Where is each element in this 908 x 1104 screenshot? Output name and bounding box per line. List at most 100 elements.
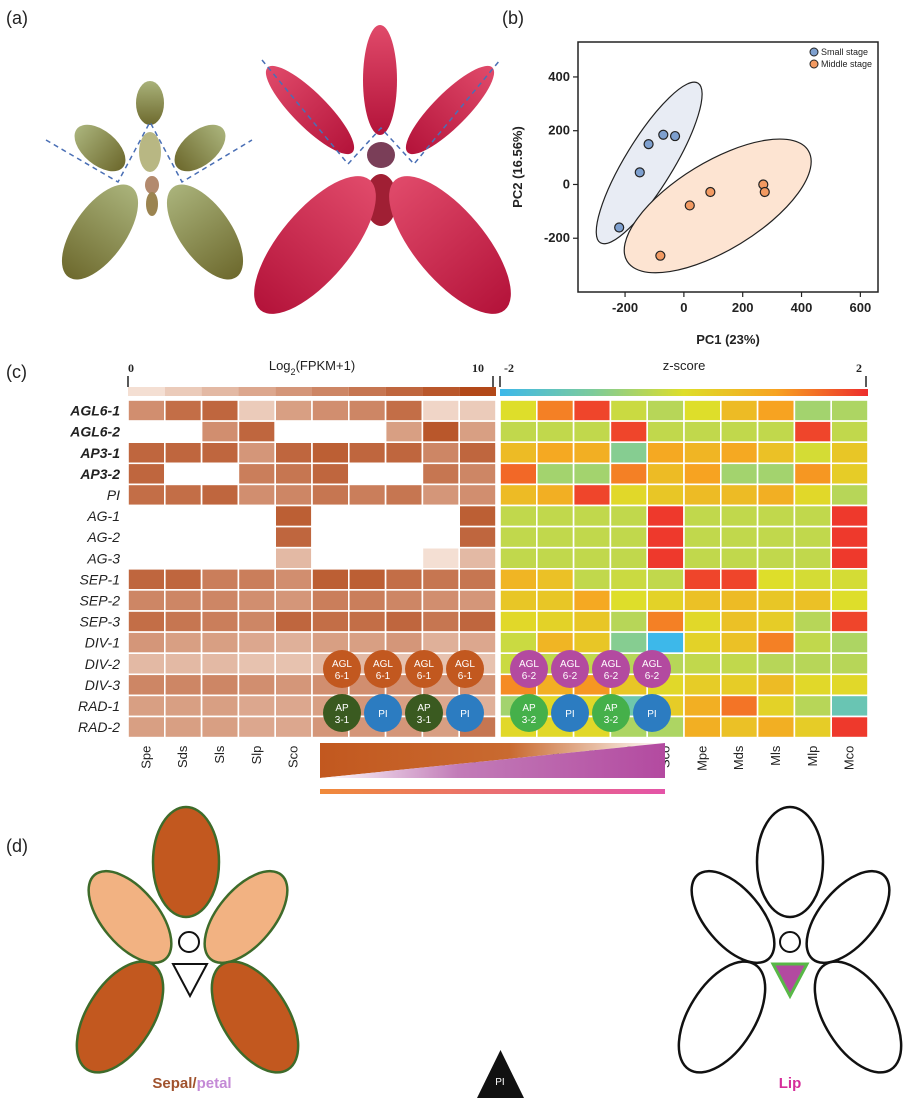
fpkm-cell <box>347 610 387 633</box>
fpkm-cell <box>421 589 460 612</box>
svg-text:AP3-2: AP3-2 <box>522 703 537 726</box>
flower-small-stage <box>61 81 244 280</box>
z-max-label: 2 <box>856 361 862 375</box>
zscore-cell <box>830 567 869 591</box>
zscore-cell <box>572 441 612 465</box>
fpkm-cell <box>421 546 460 570</box>
zscore-cell <box>719 399 759 422</box>
fpkm-cell <box>458 420 497 444</box>
fpkm-scale-step <box>422 387 460 396</box>
fpkm-cell <box>164 441 203 465</box>
zscore-cell <box>830 399 869 422</box>
data-point <box>643 139 654 150</box>
gene-label: RAD-2 <box>78 719 120 735</box>
zscore-cell <box>609 610 649 633</box>
fpkm-cell <box>237 483 276 507</box>
fpkm-cell <box>384 504 424 528</box>
zscore-cell <box>646 567 685 591</box>
zscore-cell <box>756 525 796 549</box>
zscore-cell <box>646 589 685 612</box>
fpkm-cell <box>127 504 166 528</box>
fpkm-cell <box>237 652 276 676</box>
zscore-cell <box>793 483 833 507</box>
svg-text:PI: PI <box>647 709 656 720</box>
zscore-cell <box>756 673 796 697</box>
fpkm-cell <box>200 462 240 486</box>
fpkm-cell <box>164 567 203 591</box>
pi-triangle <box>477 1050 524 1098</box>
zscore-cell <box>830 589 869 612</box>
svg-text:PI: PI <box>460 709 469 720</box>
zscore-cell <box>756 589 796 612</box>
fpkm-cell <box>458 610 497 633</box>
zscore-cell <box>499 546 538 570</box>
zscore-cell <box>719 715 759 739</box>
zscore-cell <box>572 567 612 591</box>
fpkm-cell <box>458 462 497 486</box>
zscore-cell <box>793 525 833 549</box>
zscore-cell <box>683 504 722 528</box>
svg-text:AGL6-2: AGL6-2 <box>642 659 662 682</box>
pi-circle: PI <box>633 694 671 732</box>
gene-label: AP3-2 <box>79 466 120 482</box>
fpkm-cell <box>384 631 424 654</box>
zscore-cell <box>609 567 649 591</box>
zscore-cell <box>535 441 575 465</box>
zscore-cell <box>756 420 796 444</box>
fpkm-cell <box>200 504 240 528</box>
fpkm-cell <box>127 673 166 697</box>
zscore-column-label: Mds <box>731 745 746 770</box>
fpkm-cell <box>458 567 497 591</box>
zscore-cell <box>609 546 649 570</box>
fpkm-cell <box>164 399 203 422</box>
gene-label: SEP-2 <box>80 592 121 608</box>
fpkm-cell <box>237 399 276 422</box>
fpkm-cell <box>200 694 240 718</box>
fpkm-cell <box>274 589 313 612</box>
zscore-cell <box>793 673 833 697</box>
fpkm-cell <box>421 399 460 422</box>
zscore-cell <box>683 546 722 570</box>
fpkm-cell <box>200 567 240 591</box>
z-scale-bar <box>500 389 868 396</box>
fpkm-cell <box>311 525 350 549</box>
zscore-cell <box>719 504 759 528</box>
fpkm-cell <box>237 610 276 633</box>
fpkm-cell <box>200 483 240 507</box>
fpkm-cell <box>274 652 313 676</box>
fpkm-max-label: 10 <box>472 361 484 375</box>
zscore-cell <box>572 462 612 486</box>
fpkm-cell <box>127 610 166 633</box>
zscore-cell <box>793 589 833 612</box>
zscore-cell <box>683 462 722 486</box>
zscore-cell <box>756 504 796 528</box>
zscore-cell <box>830 652 869 676</box>
zscore-cell <box>719 483 759 507</box>
fpkm-cell <box>164 673 203 697</box>
svg-text:AGL6-1: AGL6-1 <box>332 659 352 682</box>
fpkm-scale-step <box>201 387 239 396</box>
fpkm-cell <box>164 631 203 654</box>
zscore-cell <box>646 420 685 444</box>
zscore-cell <box>793 652 833 676</box>
zscore-cell <box>683 652 722 676</box>
fpkm-cell <box>200 420 240 444</box>
fpkm-column-label: Sco <box>286 746 301 768</box>
zscore-cell <box>609 483 649 507</box>
fpkm-cell <box>127 399 166 422</box>
zscore-cell <box>719 631 759 654</box>
fpkm-cell <box>311 631 350 654</box>
zscore-cell <box>683 483 722 507</box>
fpkm-column-label: Spe <box>138 746 153 769</box>
pi-triangle-label: PI <box>495 1077 504 1088</box>
legend-marker <box>809 59 819 69</box>
fpkm-cell <box>347 631 387 654</box>
fpkm-cell <box>421 567 460 591</box>
svg-text:AGL6-1: AGL6-1 <box>455 659 475 682</box>
zscore-cell <box>535 567 575 591</box>
fpkm-cell <box>274 441 313 465</box>
